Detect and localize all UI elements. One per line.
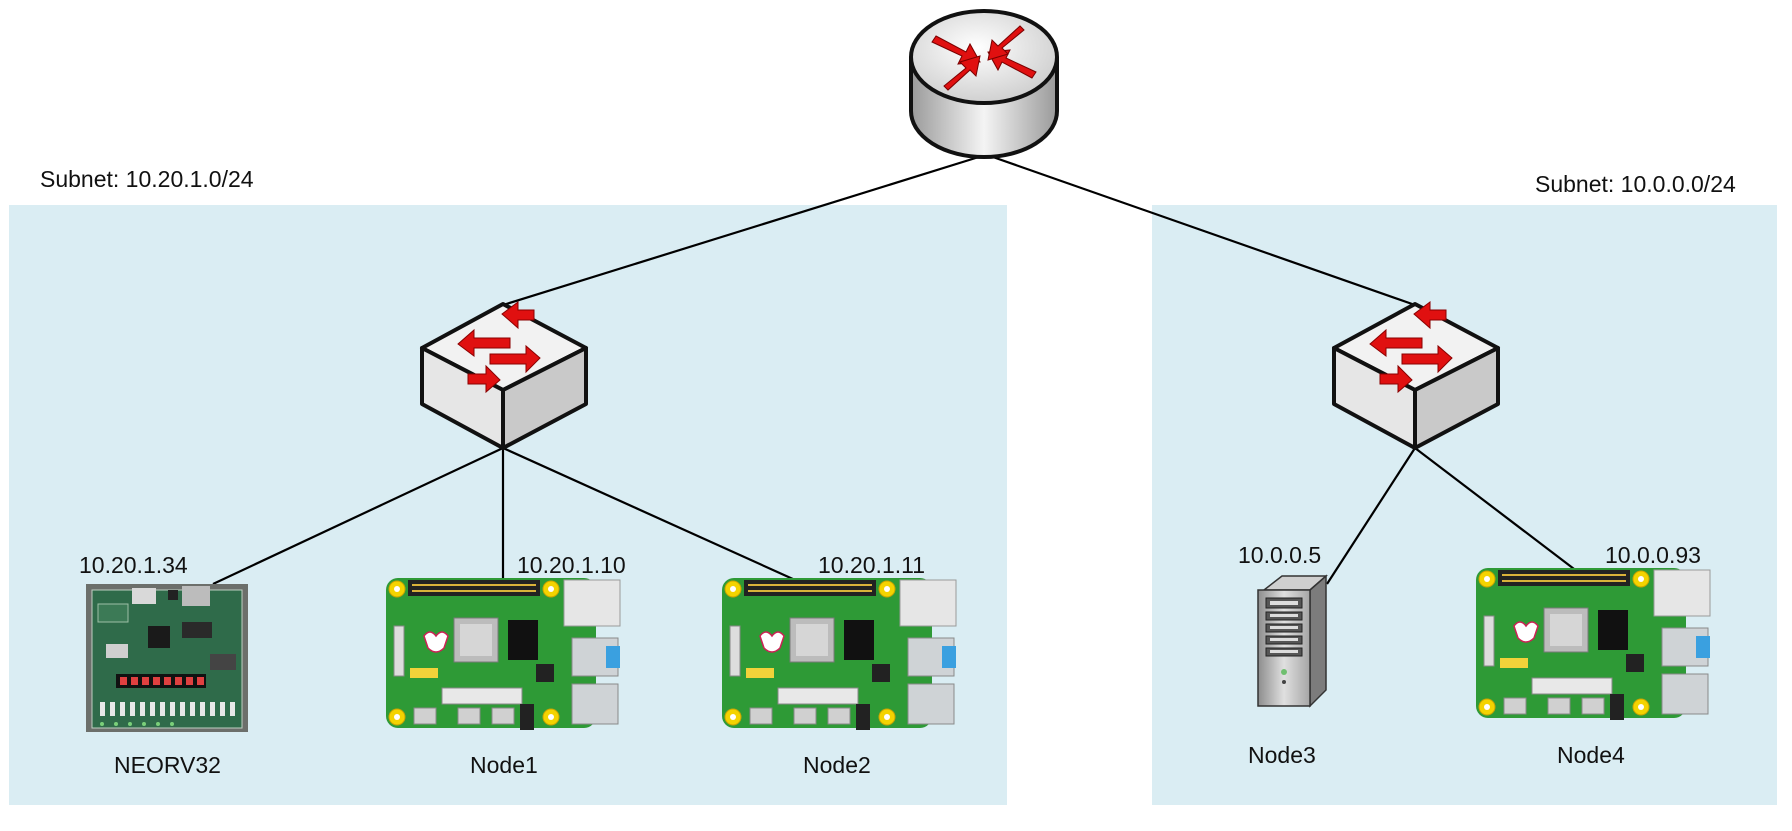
node3-name-label: Node3 [1248,742,1316,768]
raspberry-pi-icon [720,576,960,734]
router-icon [908,8,1060,160]
link-router-switch-left [502,154,983,307]
link-switch-right-node4 [1414,447,1579,573]
server-tower-icon [1256,572,1328,710]
subnet-right-label: Subnet: 10.0.0.0/24 [1535,171,1736,197]
node1-name-label: Node1 [470,752,538,778]
node4-name-label: Node4 [1557,742,1625,768]
neorv32-name-label: NEORV32 [114,752,221,778]
link-switch-right-node3 [1326,447,1416,585]
neorv32-ip-label: 10.20.1.34 [79,552,188,578]
fpga-board-icon [86,584,248,732]
link-router-switch-right [989,154,1416,307]
node1-ip-label: 10.20.1.10 [517,552,626,578]
link-switch-left-node2 [502,446,805,586]
switch-left-icon [418,300,590,450]
node2-name-label: Node2 [803,752,871,778]
node3-ip-label: 10.0.0.5 [1238,542,1322,568]
raspberry-pi-icon [384,576,624,734]
node4-ip-label: 10.0.0.93 [1605,542,1701,568]
switch-right-icon [1330,300,1502,450]
raspberry-pi-icon [1474,566,1714,724]
link-switch-left-neorv32 [212,447,504,585]
node2-ip-label: 10.20.1.11 [818,552,926,578]
subnet-left-label: Subnet: 10.20.1.0/24 [40,166,254,192]
